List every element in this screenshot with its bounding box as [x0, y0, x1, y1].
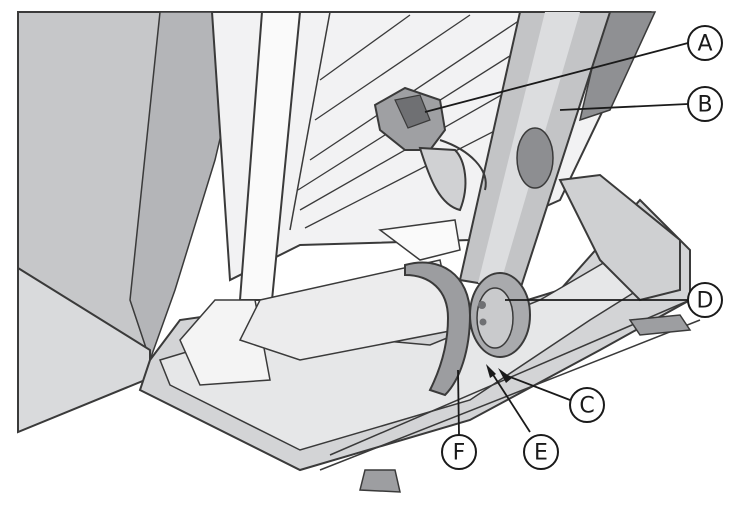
- callout-d: D: [687, 282, 723, 318]
- callout-d-label: D: [697, 289, 714, 314]
- support-tube: [458, 11, 612, 292]
- support-legs: [359, 314, 692, 493]
- callout-b-label: B: [697, 93, 712, 118]
- callout-f-label: F: [453, 441, 466, 466]
- callout-c: C: [569, 387, 605, 423]
- right-rail: [558, 173, 681, 302]
- clamp-ring: [469, 272, 531, 358]
- callout-e: E: [523, 434, 559, 470]
- arrow-heads: [486, 364, 512, 383]
- callout-b: B: [687, 86, 723, 122]
- callout-a: A: [687, 25, 723, 61]
- callout-a-label: A: [697, 32, 712, 57]
- latch-clip: [373, 86, 487, 212]
- curved-strap: [404, 261, 472, 397]
- callout-f: F: [441, 434, 477, 470]
- callout-c-label: C: [579, 394, 594, 419]
- leader-lines: [424, 42, 689, 436]
- callout-e-label: E: [534, 441, 548, 466]
